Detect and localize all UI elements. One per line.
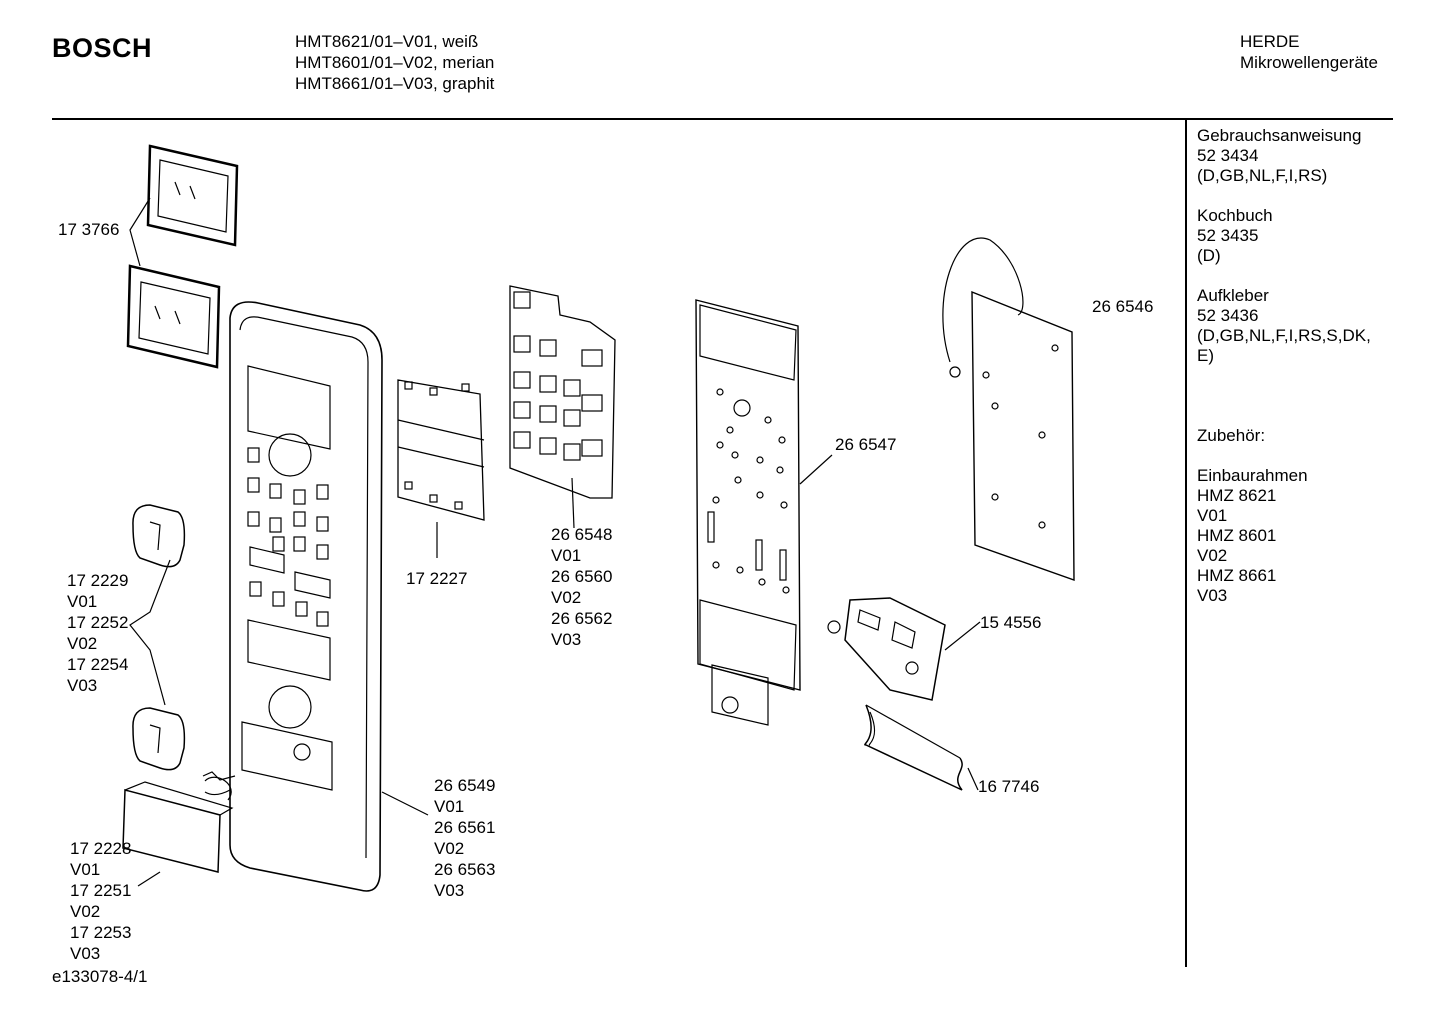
- part-label-167746: 16 7746: [978, 777, 1040, 796]
- category: HERDE Mikrowellengeräte: [1240, 31, 1378, 73]
- doc-group-sticker: Aufkleber 52 3436 (D,GB,NL,F,I,RS,S,DK, …: [1197, 286, 1371, 365]
- document-id: e133078-4/1: [52, 967, 148, 986]
- accessories-group: Zubehör: Einbaurahmen HMZ 8621 V01 HMZ 8…: [1197, 426, 1308, 605]
- doc-group-manual: Gebrauchsanweisung 52 3434 (D,GB,NL,F,I,…: [1197, 126, 1362, 185]
- knob-parts: [129, 504, 186, 771]
- sidebar-documents: Gebrauchsanweisung 52 3434 (D,GB,NL,F,I,…: [1197, 126, 1437, 626]
- contact-mat-part: [397, 379, 485, 558]
- part-label-266546: 26 6546: [1092, 297, 1154, 316]
- keypad-part: [509, 285, 616, 529]
- push-button-part: [122, 771, 236, 887]
- display-window-part: [126, 144, 239, 369]
- part-label-154556: 15 4556: [980, 613, 1042, 632]
- category-line: HERDE: [1240, 32, 1300, 51]
- part-label-172229: 17 2229 V01 17 2252 V02 17 2254 V03: [67, 571, 129, 695]
- part-label-172228: 17 2228 V01 17 2251 V02 17 2253 V03: [70, 839, 132, 963]
- model-line: HMT8621/01–V01, weiß: [295, 32, 479, 51]
- part-label-266548: 26 6548 V01 26 6560 V02 26 6562 V03: [551, 525, 613, 649]
- power-board-part: [942, 237, 1075, 581]
- doc-group-cookbook: Kochbuch 52 3435 (D): [1197, 206, 1273, 265]
- model-line: HMT8661/01–V03, graphit: [295, 74, 495, 93]
- part-label-266549: 26 6549 V01 26 6561 V02 26 6563 V03: [434, 776, 496, 900]
- model-list: HMT8621/01–V01, weiß HMT8601/01–V02, mer…: [295, 31, 494, 94]
- part-label-172227: 17 2227: [406, 569, 468, 588]
- brand-logo: BOSCH: [52, 33, 153, 63]
- category-line: Mikrowellengeräte: [1240, 53, 1378, 72]
- bracket-part: [827, 597, 981, 701]
- circuit-board-part: [695, 299, 833, 726]
- model-line: HMT8601/01–V02, merian: [295, 53, 495, 72]
- ribbon-cable-part: [864, 704, 979, 791]
- part-label-266547: 26 6547: [835, 435, 897, 454]
- control-panel-front: [229, 301, 429, 892]
- part-label-173766: 17 3766: [58, 220, 120, 239]
